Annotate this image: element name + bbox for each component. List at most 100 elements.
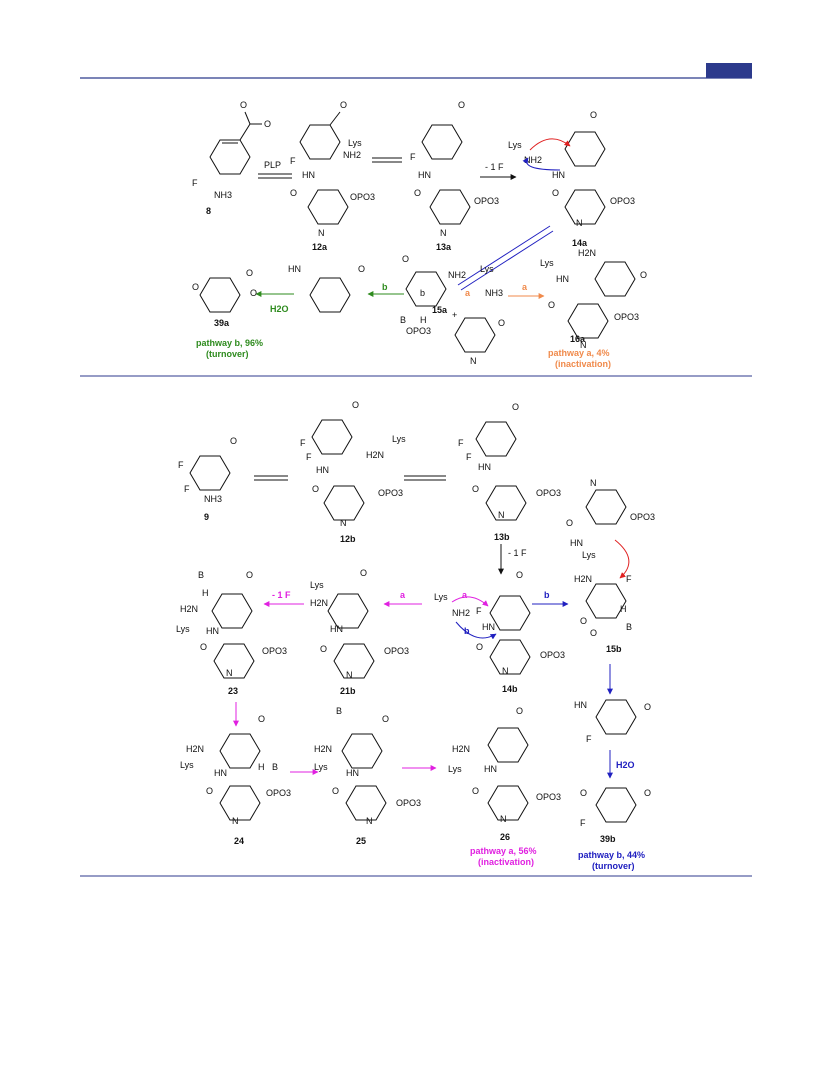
phosphate-label: OPO3 bbox=[384, 646, 409, 656]
phenolate-label: O bbox=[476, 642, 483, 652]
iminium-label: HN bbox=[288, 264, 301, 274]
compound-label-23: 23 bbox=[228, 686, 238, 696]
plus-label: + bbox=[452, 310, 457, 320]
base-label: B bbox=[336, 706, 342, 716]
pathway-a-marker: a bbox=[462, 590, 468, 600]
fluorine-label: F bbox=[306, 452, 312, 462]
iminium-label: HN bbox=[302, 170, 315, 180]
plp-label: PLP bbox=[264, 160, 281, 170]
fluorine-label: F bbox=[580, 818, 586, 828]
compound-label-25: 25 bbox=[356, 836, 366, 846]
amine-label: H2N bbox=[310, 598, 328, 608]
phenolate-label: O bbox=[548, 300, 555, 310]
fluorine-label: F bbox=[476, 606, 482, 616]
compound-8: O O F NH3 8 bbox=[192, 100, 271, 216]
phenolate-label: O bbox=[472, 484, 479, 494]
pathway-b-arrow-15b: b bbox=[532, 590, 569, 607]
amine-label: H2N bbox=[186, 744, 204, 754]
compound-label-15a: 15a bbox=[432, 305, 448, 315]
pathway-b-note-top: (turnover) bbox=[206, 349, 249, 359]
pyridinium-n: N bbox=[590, 478, 597, 488]
pathway-b-arrow-label: b bbox=[382, 282, 388, 292]
phosphate-label: OPO3 bbox=[396, 798, 421, 808]
pyridinium-n: N bbox=[318, 228, 325, 238]
compound-23: B H O H2N Lys HN O OPO3 N 23 bbox=[176, 570, 287, 696]
carboxylate-o: O bbox=[402, 254, 409, 264]
phenolate-label: O bbox=[290, 188, 297, 198]
carboxylate-o: O bbox=[240, 100, 247, 110]
lys-label: Lys bbox=[180, 760, 194, 770]
iminium-label: HN bbox=[574, 700, 587, 710]
proton-label: H bbox=[420, 315, 427, 325]
compound-label-24: 24 bbox=[234, 836, 244, 846]
carboxylate-o: O bbox=[360, 568, 367, 578]
iminium-label: HN bbox=[206, 626, 219, 636]
phenolate-label: O bbox=[472, 786, 479, 796]
lys-label: Lys bbox=[392, 434, 406, 444]
fluorine-label: F bbox=[586, 734, 592, 744]
compound-label-26: 26 bbox=[500, 832, 510, 842]
fluorine-label: F bbox=[410, 152, 416, 162]
lys-label: Lys bbox=[540, 258, 554, 268]
pathway-a-marker: a bbox=[465, 288, 471, 298]
fluorine-label: F bbox=[458, 438, 464, 448]
carboxylate-o: O bbox=[230, 436, 237, 446]
lys-label: Lys bbox=[348, 138, 362, 148]
loss-fluoride-label: - 1 F bbox=[485, 162, 504, 172]
carboxylate-o: O bbox=[264, 119, 271, 129]
ammonium-label: NH3 bbox=[214, 190, 232, 200]
carboxylate-o: O bbox=[352, 400, 359, 410]
fluorine-label: F bbox=[466, 452, 472, 462]
phosphate-label: OPO3 bbox=[610, 196, 635, 206]
pyridinium-n: N bbox=[366, 816, 373, 826]
carboxylate-o: O bbox=[358, 264, 365, 274]
loss-fluoride-arrow-bottom: - 1 F bbox=[498, 544, 527, 575]
amine-label: H2N bbox=[452, 744, 470, 754]
pathway-a-note-top: (inactivation) bbox=[555, 359, 611, 369]
phenolate-label: O bbox=[414, 188, 421, 198]
iminium-label: HN bbox=[482, 622, 495, 632]
pathway-b-yield-bottom: pathway b, 44% bbox=[578, 850, 645, 860]
phenolate-label: O bbox=[566, 518, 573, 528]
compound-label-12a: 12a bbox=[312, 242, 328, 252]
base-label: B bbox=[626, 622, 632, 632]
pathway-b-arrow-label: b bbox=[544, 590, 550, 600]
pyridinium-n: N bbox=[500, 814, 507, 824]
pyridinium-n: N bbox=[576, 218, 583, 228]
compound-13a: O F HN O OPO3 N 13a bbox=[410, 100, 499, 252]
compound-15b: N O OPO3 HN Lys H2N F H B O O 15b bbox=[566, 478, 655, 654]
carboxylate-o: O bbox=[640, 270, 647, 280]
pathway-b-arrows-top: b H2O bbox=[255, 282, 404, 314]
lys-label: Lys bbox=[582, 550, 596, 560]
lys-label: Lys bbox=[176, 624, 190, 634]
pyridinium-n: N bbox=[498, 510, 505, 520]
pathway-b-marker: b bbox=[420, 288, 425, 298]
ammonium-label: NH3 bbox=[204, 494, 222, 504]
phosphate-label: OPO3 bbox=[536, 488, 561, 498]
carboxylate-o: O bbox=[644, 702, 651, 712]
ammonium-label: NH3 bbox=[485, 288, 503, 298]
iminium-label: H2N bbox=[578, 248, 596, 258]
compound-24: O H2N Lys HN H B O OPO3 N 24 bbox=[180, 714, 291, 846]
carboxylate-o: O bbox=[458, 100, 465, 110]
amine-label: HN bbox=[556, 274, 569, 284]
amine-label: H2N bbox=[366, 450, 384, 460]
compound-26: O H2N Lys HN O OPO3 N 26 bbox=[448, 706, 561, 842]
pyridinium-n: N bbox=[580, 340, 587, 350]
compound-label-9: 9 bbox=[204, 512, 209, 522]
compound-label-13a: 13a bbox=[436, 242, 452, 252]
compound-label-8: 8 bbox=[206, 206, 211, 216]
compound-label-16a: 16a bbox=[570, 334, 586, 344]
carboxylate-o: O bbox=[516, 706, 523, 716]
fluorine-label: F bbox=[178, 460, 184, 470]
lys-label: Lys bbox=[448, 764, 462, 774]
equilibrium-arrow-12b-13b bbox=[404, 475, 446, 481]
compound-9: O F F NH3 9 bbox=[178, 436, 237, 522]
compound-39a: O O O 39a bbox=[192, 268, 257, 328]
amine-label: NH2 bbox=[448, 270, 466, 280]
pathway-a-yield-bottom: pathway a, 56% bbox=[470, 846, 537, 856]
loss-fluoride-arrow-top: - 1 F bbox=[480, 162, 517, 180]
top-scheme: O O F NH3 8 PLP O F HN Lys NH2 O OPO3 N … bbox=[192, 100, 647, 369]
pyridinium-n: N bbox=[470, 356, 477, 366]
